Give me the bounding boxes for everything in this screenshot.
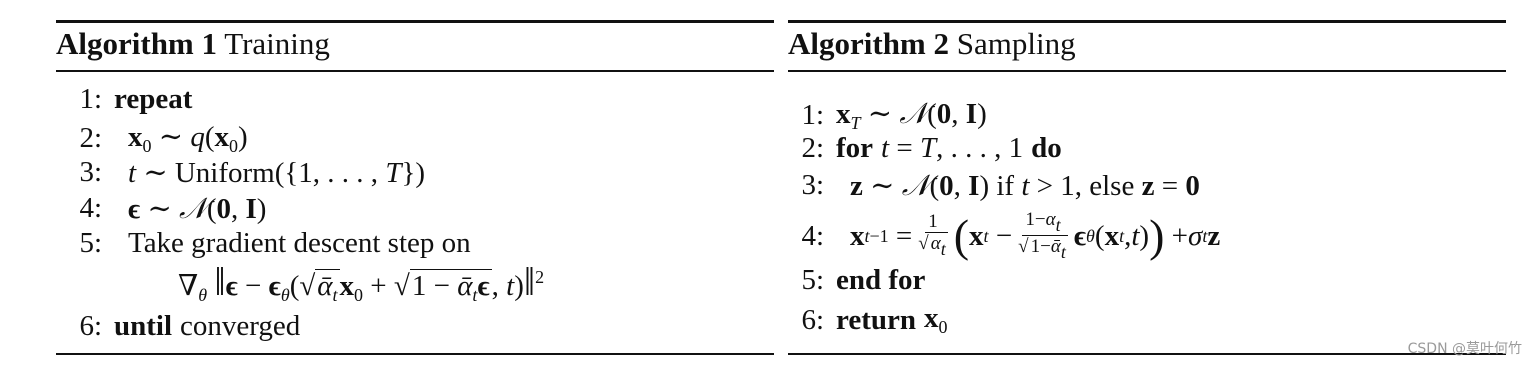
line-number: 2: (801, 132, 824, 164)
math-expression: ∇θ ‖ϵ − ϵθ(√ᾱtx0 + √1 − ᾱtϵ, t)‖2 (178, 259, 545, 306)
math-expression: z ∼ 𝒩(0, I) if t > 1, else z = 0 (850, 168, 1200, 202)
algorithm-1-name: Training (224, 26, 330, 61)
keyword: for (836, 132, 874, 164)
watermark: CSDN @莫叶何竹 (1407, 341, 1522, 357)
algorithm-2-top-rule (788, 20, 1506, 23)
line-number: 6: (801, 303, 824, 336)
algo2-line-6: 6: return x0 (778, 302, 948, 338)
algo1-loss-formula: ∇θ ‖ϵ − ϵθ(√ᾱtx0 + √1 − ᾱtϵ, t)‖2 (178, 258, 544, 312)
line-number: 2: (79, 121, 102, 154)
algorithm-2-title: Algorithm 2 Sampling (788, 26, 1076, 62)
algorithm-1-label: Algorithm 1 (56, 26, 218, 61)
line-number: 4: (79, 192, 102, 224)
algo2-line-3: 3: z ∼ 𝒩(0, I) if t > 1, else z = 0 (778, 168, 1200, 203)
algorithm-1-title-rule (56, 70, 774, 72)
keyword: until (114, 310, 173, 342)
algo1-line-2: 2: x0 ∼ q(x0) (56, 119, 248, 157)
algo1-line-4: 4: ϵ ∼ 𝒩(0, I) (56, 191, 266, 226)
algorithm-1-bottom-rule (56, 353, 774, 355)
math-expression: x0 (924, 302, 948, 337)
algo2-line-5: 5: end for (778, 264, 925, 297)
math-expression: t = T, . . . , 1 (881, 132, 1024, 164)
keyword: do (1031, 132, 1062, 164)
line-number: 1: (801, 98, 824, 131)
algo1-line-6: 6: until converged (56, 310, 300, 343)
fraction: 1√αt (918, 211, 948, 259)
algorithm-2-name: Sampling (956, 26, 1076, 61)
keyword: end for (836, 264, 926, 296)
algorithm-2-block: Algorithm 2 Sampling 1: xT ∼ 𝒩(0, I) 2: … (788, 0, 1506, 368)
line-number: 5: (79, 227, 102, 259)
math-expression: xT ∼ 𝒩(0, I) (836, 96, 987, 133)
line-number: 4: (801, 219, 824, 252)
math-expression: x0 ∼ q(x0) (128, 121, 248, 156)
fraction: 1−αt√1−ᾱt (1018, 208, 1068, 262)
line-number: 5: (801, 264, 824, 296)
algorithm-2-title-rule (788, 70, 1506, 72)
algo2-line-2: 2: for t = T, . . . , 1 do (778, 132, 1062, 165)
math-expression: ϵ ∼ 𝒩(0, I) (128, 191, 267, 225)
keyword: return (836, 303, 917, 336)
line-number: 3: (801, 169, 824, 201)
algorithm-1-block: Algorithm 1 Training 1: repeat 2: x0 ∼ q… (56, 0, 774, 368)
line-number: 6: (79, 310, 102, 342)
algorithm-1-top-rule (56, 20, 774, 23)
algo2-line-1: 1: xT ∼ 𝒩(0, I) (778, 96, 987, 134)
step-text: Take gradient descent step on (128, 227, 471, 259)
line-number: 3: (79, 156, 102, 188)
algo1-line-5: 5: Take gradient descent step on (56, 227, 471, 260)
algorithm-1-title: Algorithm 1 Training (56, 26, 330, 62)
keyword: repeat (114, 83, 193, 115)
algorithm-2-label: Algorithm 2 (788, 26, 950, 61)
algo1-line-3: 3: t ∼ Uniform({1, . . . , T}) (56, 155, 425, 190)
line-number: 1: (79, 83, 102, 115)
algorithm-2-bottom-rule (788, 353, 1506, 355)
math-expression: t ∼ Uniform({1, . . . , T}) (128, 157, 426, 189)
algo1-line-1: 1: repeat (56, 83, 192, 116)
step-text: converged (180, 310, 301, 342)
